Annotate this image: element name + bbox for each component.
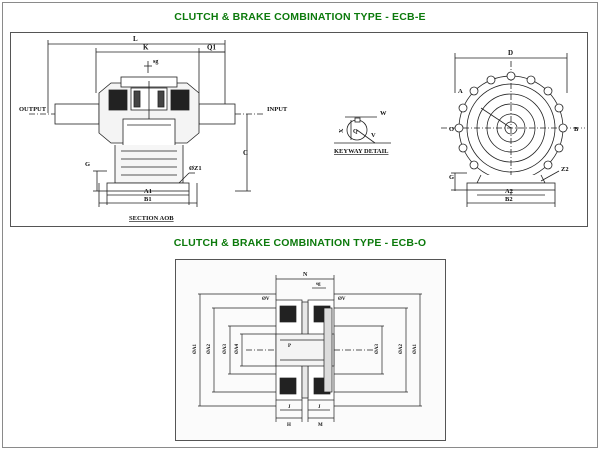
label-w: W <box>380 110 387 117</box>
label-sg: sg <box>153 59 158 65</box>
label-sg-bottom: sg <box>316 282 321 287</box>
label-oa2-left: ØA2 <box>207 344 212 355</box>
label-input: INPUT <box>267 106 288 113</box>
ecb-e-drawing-panel: L K Q1 sg OUTPUT INPUT C G ØZ1 A1 B1 SEC… <box>10 32 588 227</box>
label-m: M <box>318 423 323 428</box>
label-a1: A1 <box>144 188 152 195</box>
label-c: C <box>243 149 248 157</box>
label-oa4: ØA4 <box>235 344 240 355</box>
label-b1: B1 <box>144 196 152 203</box>
label-x: X <box>339 128 345 133</box>
base-plate <box>106 182 190 192</box>
input-shaft <box>198 103 236 125</box>
label-oz1: ØZ1 <box>189 165 202 172</box>
front-base <box>466 182 556 191</box>
label-b2: B2 <box>505 196 513 203</box>
label-d: D <box>508 49 513 57</box>
label-g-left: G <box>85 161 90 168</box>
label-h: H <box>287 423 291 428</box>
left-coil <box>108 89 128 111</box>
label-v: V <box>371 132 376 139</box>
output-shaft <box>54 103 100 125</box>
label-b: B <box>574 126 579 133</box>
label-j-left: J <box>288 405 291 410</box>
ecb-o-drawing-panel: N sg ØV ØV ØA1 ØA2 ØA3 ØA4 P ØA3 ØA2 ØA1… <box>175 259 446 441</box>
label-k: K <box>143 44 149 52</box>
caption-keyway-detail: KEYWAY DETAIL <box>334 148 389 155</box>
label-oa1-left: ØA1 <box>193 344 198 355</box>
label-j-right: J <box>318 405 321 410</box>
ecb-o-drawing: N sg ØV ØV ØA1 ØA2 ØA3 ØA4 P ØA3 ØA2 ØA1… <box>193 272 422 428</box>
label-a: A <box>458 88 463 95</box>
label-ov-left: ØV <box>262 297 270 302</box>
ecb-e-drawing: L K Q1 sg OUTPUT INPUT C G ØZ1 A1 B1 SEC… <box>19 35 585 222</box>
front-end-view <box>441 53 585 207</box>
label-q1: Q1 <box>207 44 216 52</box>
label-ov-right: ØV <box>338 297 346 302</box>
right-coil <box>170 89 190 111</box>
label-output: OUTPUT <box>19 106 47 113</box>
label-a2: A2 <box>505 188 513 195</box>
label-z2: Z2 <box>561 166 569 173</box>
title-ecb-o: CLUTCH & BRAKE COMBINATION TYPE - ECB-O <box>173 237 427 249</box>
label-l: L <box>133 35 138 43</box>
section-aob-view <box>29 40 263 207</box>
keyway-detail-view <box>334 116 391 144</box>
label-o: O <box>449 126 454 133</box>
label-n: N <box>303 272 308 278</box>
label-oa3-right: ØA3 <box>375 344 380 355</box>
label-g-right: G <box>449 174 454 181</box>
label-oa1-right: ØA1 <box>413 344 418 355</box>
title-ecb-e: CLUTCH & BRAKE COMBINATION TYPE - ECB-E <box>174 11 426 23</box>
label-oa3-left: ØA3 <box>223 344 228 355</box>
label-oa2-right: ØA2 <box>399 344 404 355</box>
caption-section-aob: SECTION AOB <box>129 215 174 222</box>
terminal-box <box>122 118 176 150</box>
label-q: Q <box>353 129 358 135</box>
label-p: P <box>288 344 291 349</box>
